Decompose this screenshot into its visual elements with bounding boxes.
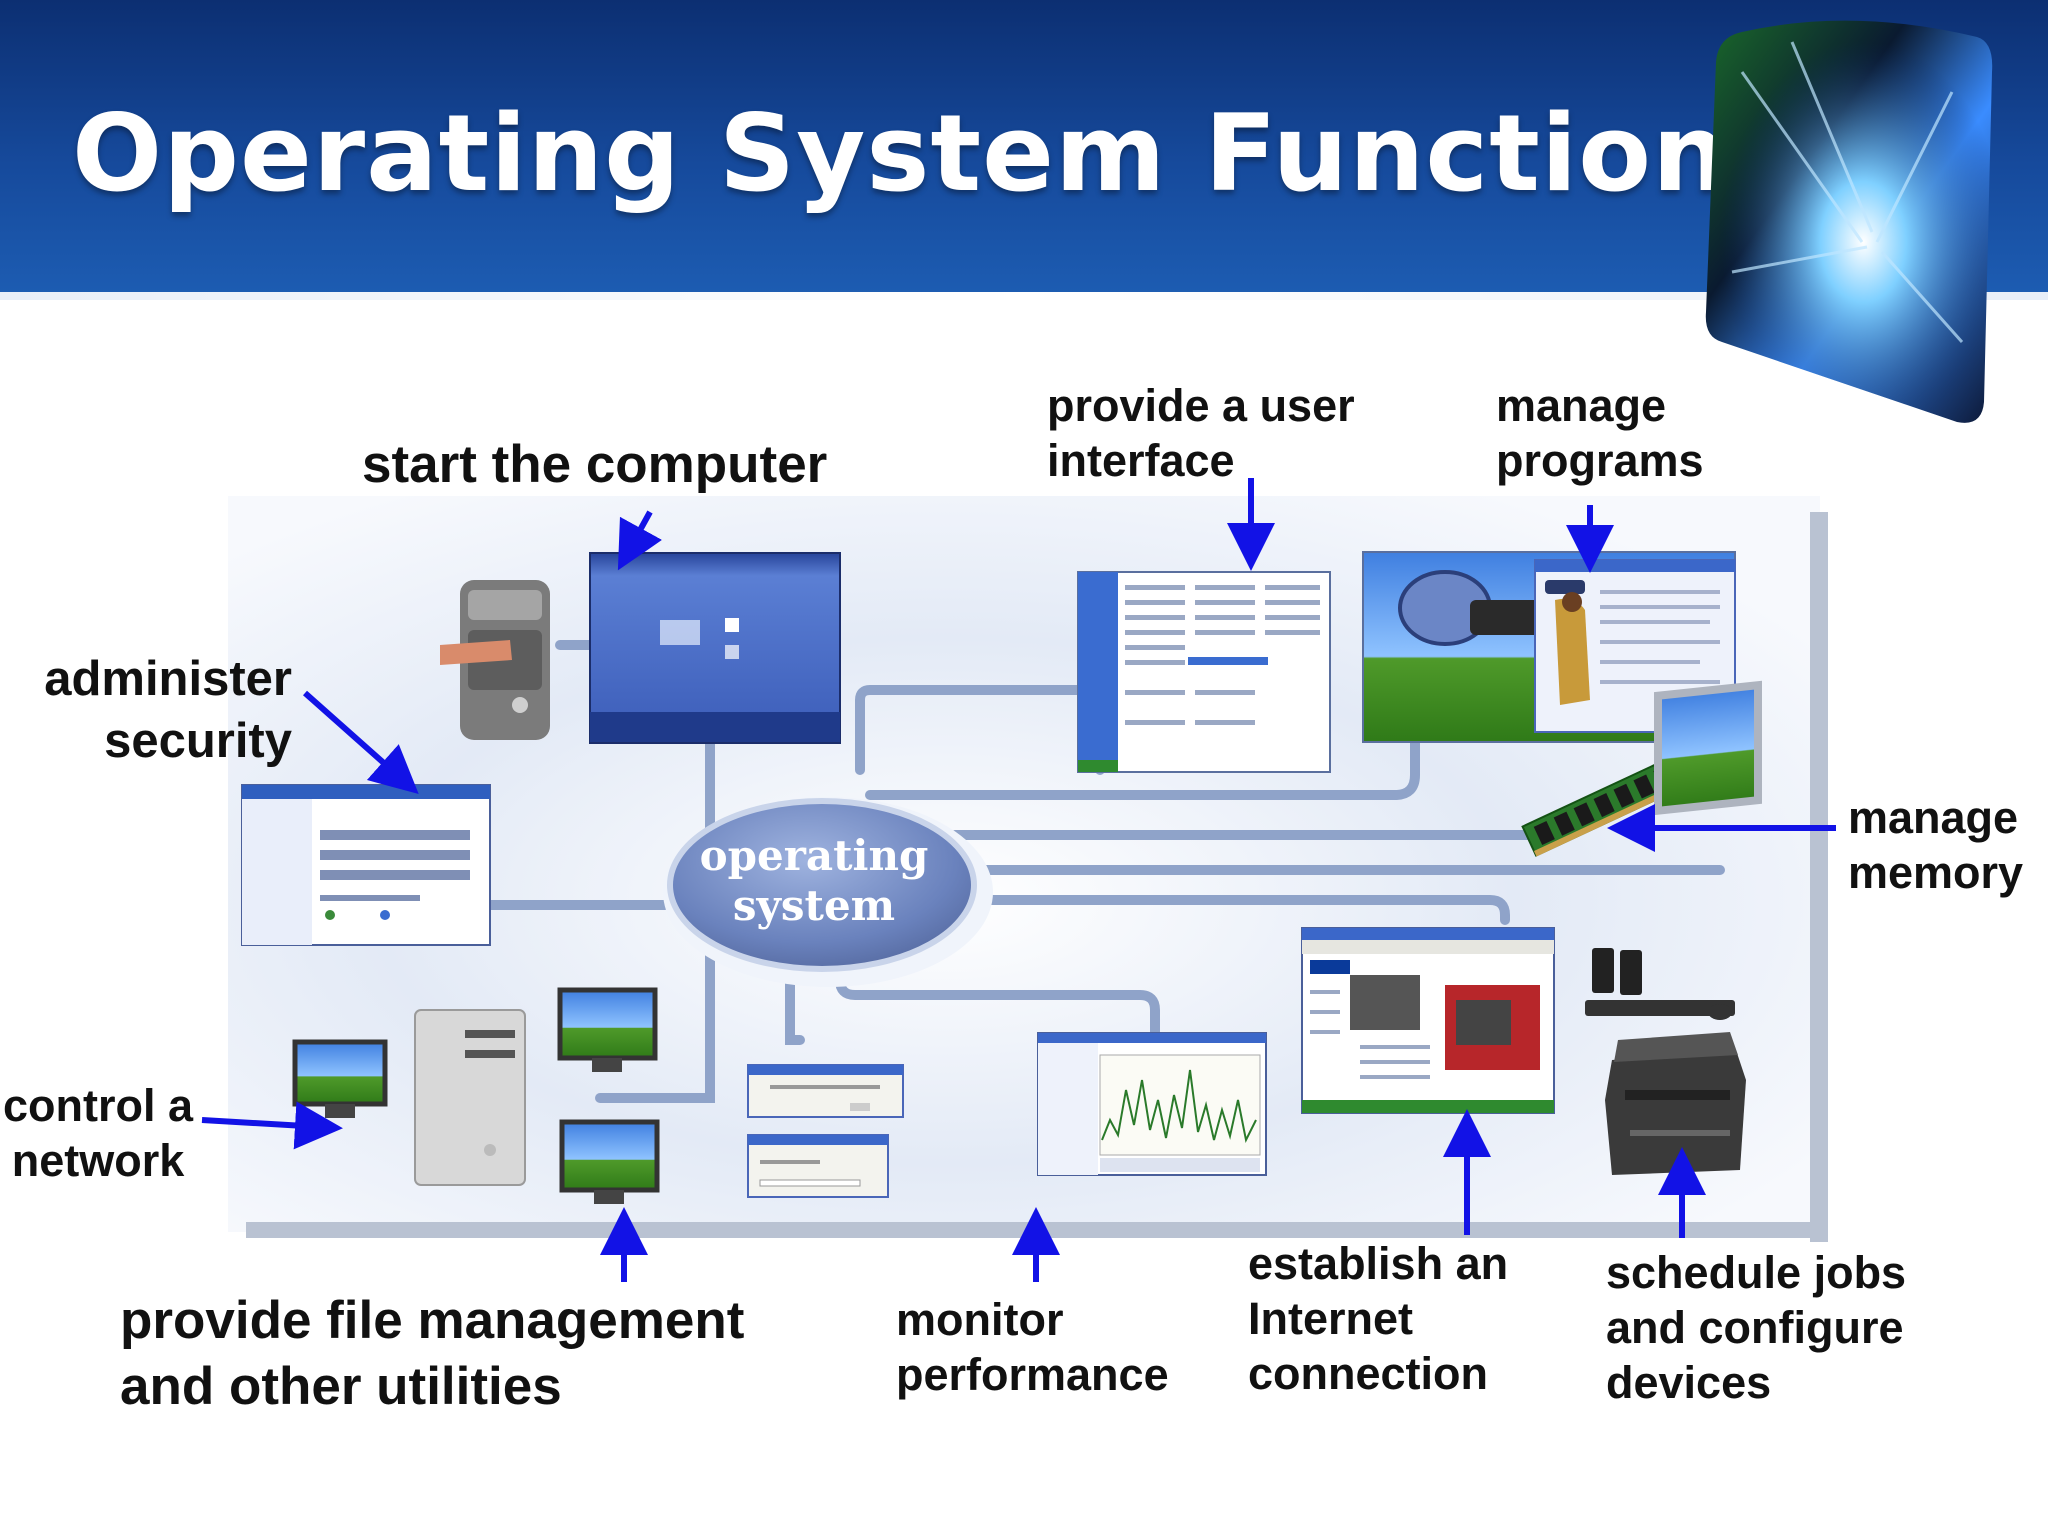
label-schedule-jobs-line1: schedule jobs bbox=[1606, 1247, 1907, 1298]
slide-title: Operating System Functions bbox=[72, 92, 1793, 215]
label-control-network-line1: control a bbox=[2, 1080, 194, 1131]
panel-shadow-right bbox=[1810, 512, 1828, 1242]
start-menu-screenshot bbox=[1077, 571, 1331, 773]
label-file-management: provide file management and other utilit… bbox=[120, 1288, 744, 1420]
label-administer-security: administer security bbox=[24, 648, 292, 772]
label-manage-memory: manage memory bbox=[1848, 790, 2023, 900]
label-manage-programs-line2: programs bbox=[1496, 435, 1704, 486]
arrow-administer-security bbox=[303, 690, 419, 794]
label-manage-programs: manage programs bbox=[1496, 378, 1704, 488]
label-schedule-jobs: schedule jobs and configure devices bbox=[1606, 1245, 1906, 1410]
utility-dialogs bbox=[747, 1064, 904, 1198]
title-bar bbox=[0, 0, 2048, 300]
label-administer-security-line2: security bbox=[104, 714, 292, 768]
label-internet-line3: connection bbox=[1248, 1348, 1489, 1399]
arrow-control-network bbox=[201, 1101, 343, 1150]
pointer-arrows bbox=[201, 478, 1836, 1282]
light-cube-logo bbox=[1705, 20, 1993, 423]
security-center-screenshot bbox=[241, 784, 491, 946]
label-administer-security-line1: administer bbox=[44, 652, 292, 706]
desktop-computer bbox=[1585, 680, 1762, 1020]
label-monitor-performance-line2: performance bbox=[896, 1349, 1169, 1400]
os-label-line2: system bbox=[733, 881, 895, 930]
label-schedule-jobs-line3: devices bbox=[1606, 1357, 1772, 1408]
arrow-start-computer bbox=[617, 510, 663, 571]
label-schedule-jobs-line2: and configure bbox=[1606, 1302, 1904, 1353]
os-label-line1: operating bbox=[700, 831, 929, 880]
label-control-network: control a network bbox=[2, 1078, 194, 1188]
label-start-computer-text: start the computer bbox=[362, 435, 828, 494]
label-manage-memory-line1: manage bbox=[1848, 792, 2019, 843]
label-internet-connection: establish an Internet connection bbox=[1248, 1236, 1508, 1401]
windows-login-screen bbox=[589, 552, 841, 744]
title-bar-divider bbox=[0, 292, 2048, 300]
label-manage-memory-line2: memory bbox=[1848, 847, 2024, 898]
web-browser-screenshot bbox=[1301, 927, 1555, 1114]
label-user-interface-line2: interface bbox=[1047, 435, 1235, 486]
label-control-network-line2: network bbox=[11, 1135, 185, 1186]
label-monitor-performance-line1: monitor bbox=[896, 1294, 1064, 1345]
label-start-computer: start the computer bbox=[362, 432, 827, 498]
label-manage-programs-line1: manage bbox=[1496, 380, 1667, 431]
label-internet-line2: Internet bbox=[1248, 1293, 1414, 1344]
power-button-computer bbox=[440, 580, 550, 740]
label-monitor-performance: monitor performance bbox=[896, 1292, 1169, 1402]
label-file-management-line1: provide file management bbox=[120, 1291, 745, 1350]
label-file-management-line2: and other utilities bbox=[120, 1357, 562, 1416]
label-user-interface: provide a user interface bbox=[1047, 378, 1355, 488]
performance-monitor-screenshot bbox=[1037, 1032, 1267, 1176]
label-internet-line1: establish an bbox=[1248, 1238, 1509, 1289]
printer bbox=[1605, 1032, 1746, 1175]
os-ellipse bbox=[667, 798, 977, 972]
label-user-interface-line1: provide a user bbox=[1047, 380, 1355, 431]
